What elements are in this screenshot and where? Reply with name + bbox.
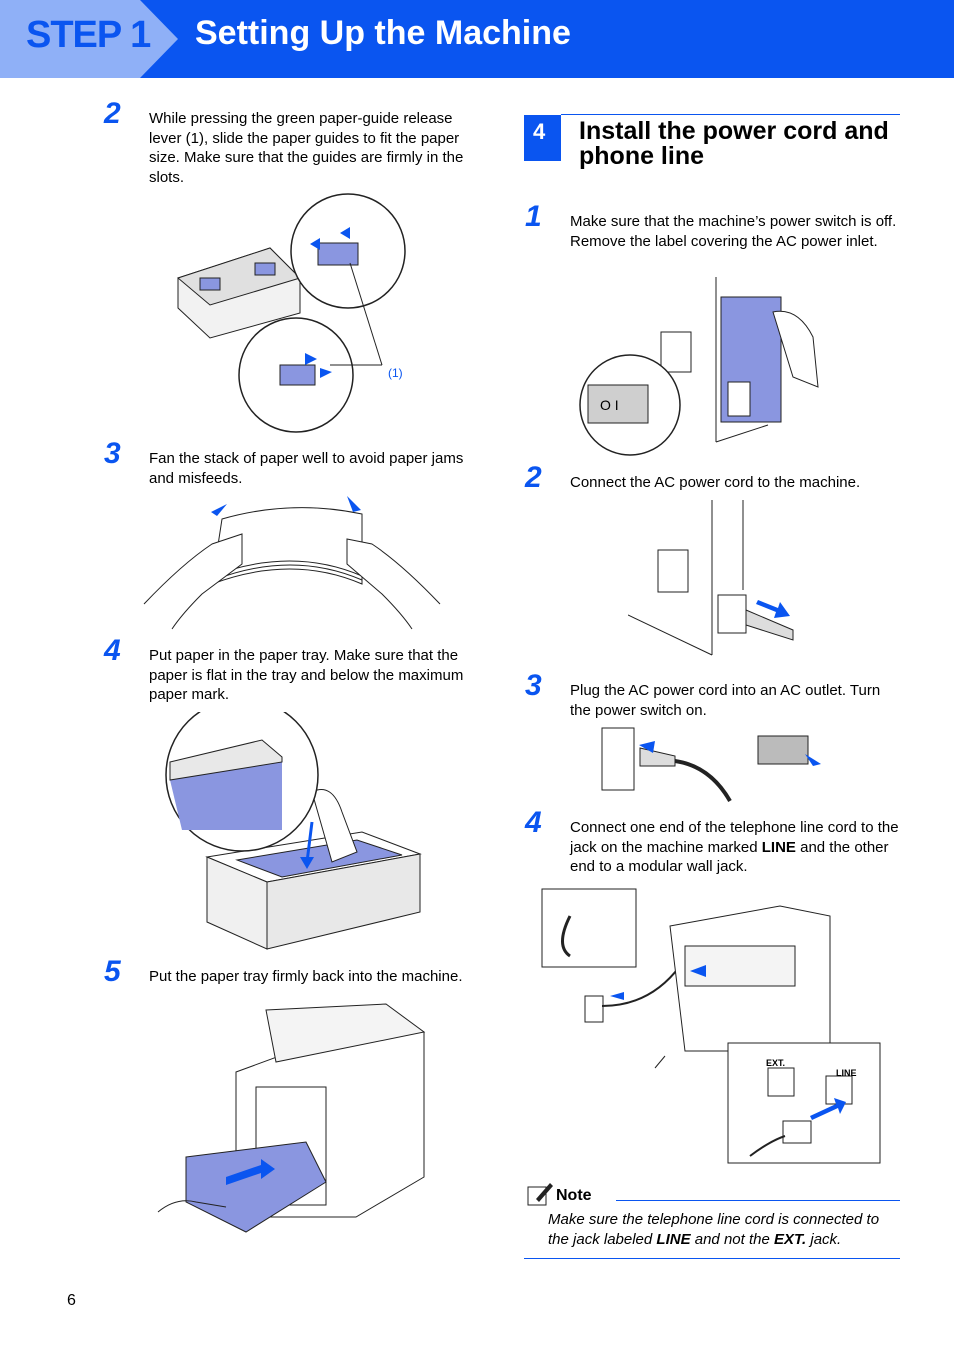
step-label: STEP 1 [26, 14, 151, 56]
page-number: 6 [67, 1292, 76, 1309]
step-number: 2 [525, 461, 542, 494]
step-text: Make sure that the machine’s power switc… [570, 213, 897, 250]
note-pencil-icon [527, 1183, 553, 1206]
step-number: 4 [525, 806, 542, 839]
page-title: Setting Up the Machine [195, 14, 571, 52]
section-badge [524, 115, 561, 161]
connect-power-cord-illustration [628, 500, 794, 656]
note-label: Note [556, 1187, 592, 1204]
note-rule [616, 1200, 900, 1201]
page-header: STEP 1 Setting Up the Machine [0, 0, 954, 78]
step-text: While pressing the green paper-guide rel… [149, 110, 464, 186]
step-text: Put the paper tray firmly back into the … [149, 968, 463, 985]
ext-label: EXT. [766, 1058, 785, 1068]
load-paper-illustration [165, 712, 422, 950]
line-keyword: LINE [761, 838, 796, 856]
step-number: 1 [525, 200, 542, 233]
printer-tray-illustration [157, 1003, 426, 1233]
svg-text:O I: O I [600, 397, 619, 413]
note-rule [524, 1258, 900, 1259]
step-number: 4 [104, 634, 121, 667]
note-text: Make sure the telephone line cord is con… [548, 1211, 880, 1248]
section-number: 4 [533, 119, 546, 144]
fan-paper-illustration [143, 496, 441, 630]
step-number: 2 [104, 97, 121, 130]
section-title: Install the power cord and phone line [579, 117, 889, 170]
step-text: Connect one end of the telephone line co… [570, 819, 899, 875]
phone-line-illustration: EXT. LINE [541, 888, 881, 1164]
section-rule [561, 114, 900, 115]
callout-label: (1) [388, 366, 403, 380]
step-tab: STEP 1 [0, 0, 180, 78]
step-number: 5 [104, 955, 121, 988]
step-number: 3 [525, 669, 542, 702]
power-switch-off-illustration: O I [579, 277, 819, 456]
step-number: 3 [104, 437, 121, 470]
line-label: LINE [836, 1068, 857, 1078]
paper-guide-illustration [176, 193, 406, 433]
plug-outlet-illustration [601, 727, 821, 802]
step-text: Fan the stack of paper well to avoid pap… [149, 450, 464, 487]
step-text: Plug the AC power cord into an AC outlet… [570, 682, 881, 719]
step-text: Connect the AC power cord to the machine… [570, 474, 861, 491]
step-text: Put paper in the paper tray. Make sure t… [149, 647, 464, 703]
